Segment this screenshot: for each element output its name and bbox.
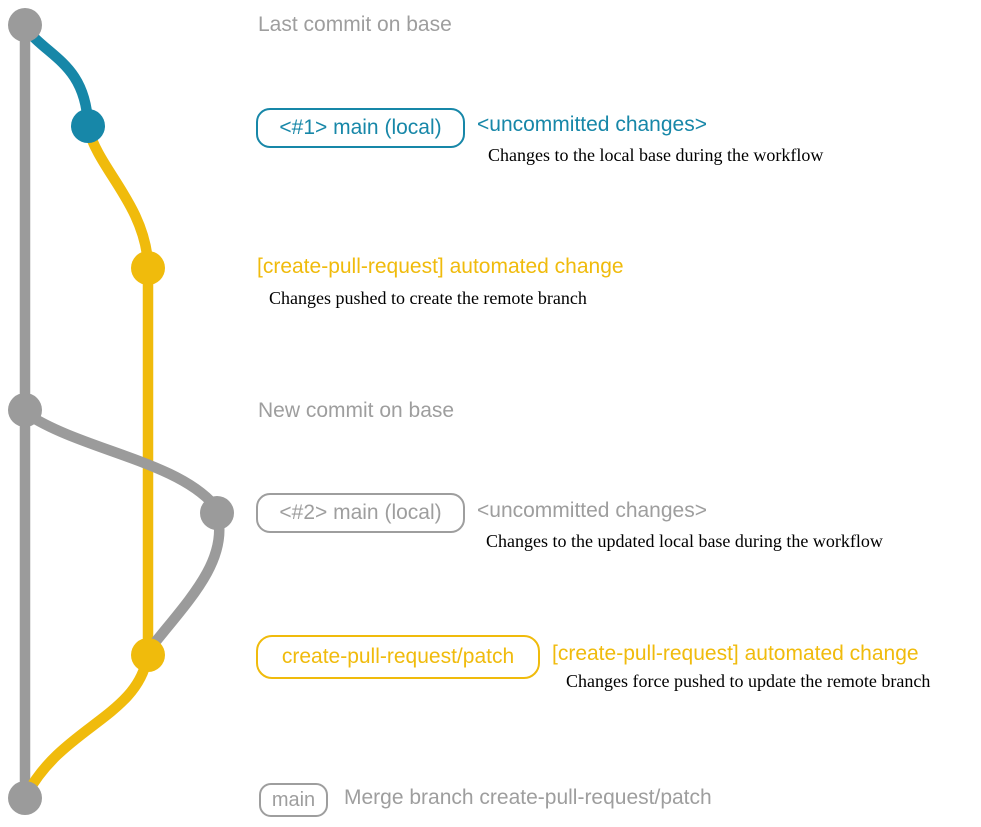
- commit-title-automated-change-2: [create-pull-request] automated change: [552, 642, 919, 665]
- commit-caption-uncommitted-1: Changes to the local base during the wor…: [488, 145, 824, 165]
- commit-dot-local-1: [71, 109, 105, 143]
- commit-title-uncommitted-1: <uncommitted changes>: [477, 113, 707, 136]
- patch-merge-curve: [21, 652, 153, 800]
- branch-badge-main-local-1: <#1> main (local): [256, 108, 465, 148]
- commit-dot-merge: [8, 781, 42, 815]
- commit-title-merge-branch: Merge branch create-pull-request/patch: [344, 786, 712, 809]
- heading-new-commit-on-base: New commit on base: [258, 399, 455, 422]
- commit-dot-last-base: [8, 8, 42, 42]
- commit-dot-patch-2: [131, 638, 165, 672]
- commit-dot-patch-1: [131, 251, 165, 285]
- local-changes-2-branch-line: [21, 408, 220, 511]
- branch-badge-create-pull-request-patch: create-pull-request/patch: [256, 635, 540, 679]
- branch-badge-main: main: [259, 783, 328, 817]
- branch-badge-main-local-2: <#2> main (local): [256, 493, 465, 533]
- branch-badge-main-local-1-label: <#1> main (local): [279, 116, 442, 139]
- branch-badge-create-pull-request-patch-label: create-pull-request/patch: [281, 645, 515, 668]
- patch-branch-curve-top: [82, 122, 154, 268]
- heading-last-commit-on-base: Last commit on base: [258, 13, 452, 36]
- commit-caption-automated-change-2: Changes force pushed to update the remot…: [566, 671, 931, 691]
- branch-badge-main-local-2-label: <#2> main (local): [279, 501, 442, 524]
- commit-dot-new-base: [8, 393, 42, 427]
- local-changes-1-branch-line: [19, 21, 94, 130]
- commit-title-automated-change-1: [create-pull-request] automated change: [257, 255, 624, 278]
- local-changes-2-to-patch-curve: [147, 511, 225, 651]
- commit-dot-local-2: [200, 496, 234, 530]
- branch-badge-main-label: main: [271, 788, 316, 811]
- commit-caption-automated-change-1: Changes pushed to create the remote bran…: [269, 288, 587, 308]
- commit-title-uncommitted-2: <uncommitted changes>: [477, 499, 707, 522]
- commit-caption-uncommitted-2: Changes to the updated local base during…: [486, 531, 883, 551]
